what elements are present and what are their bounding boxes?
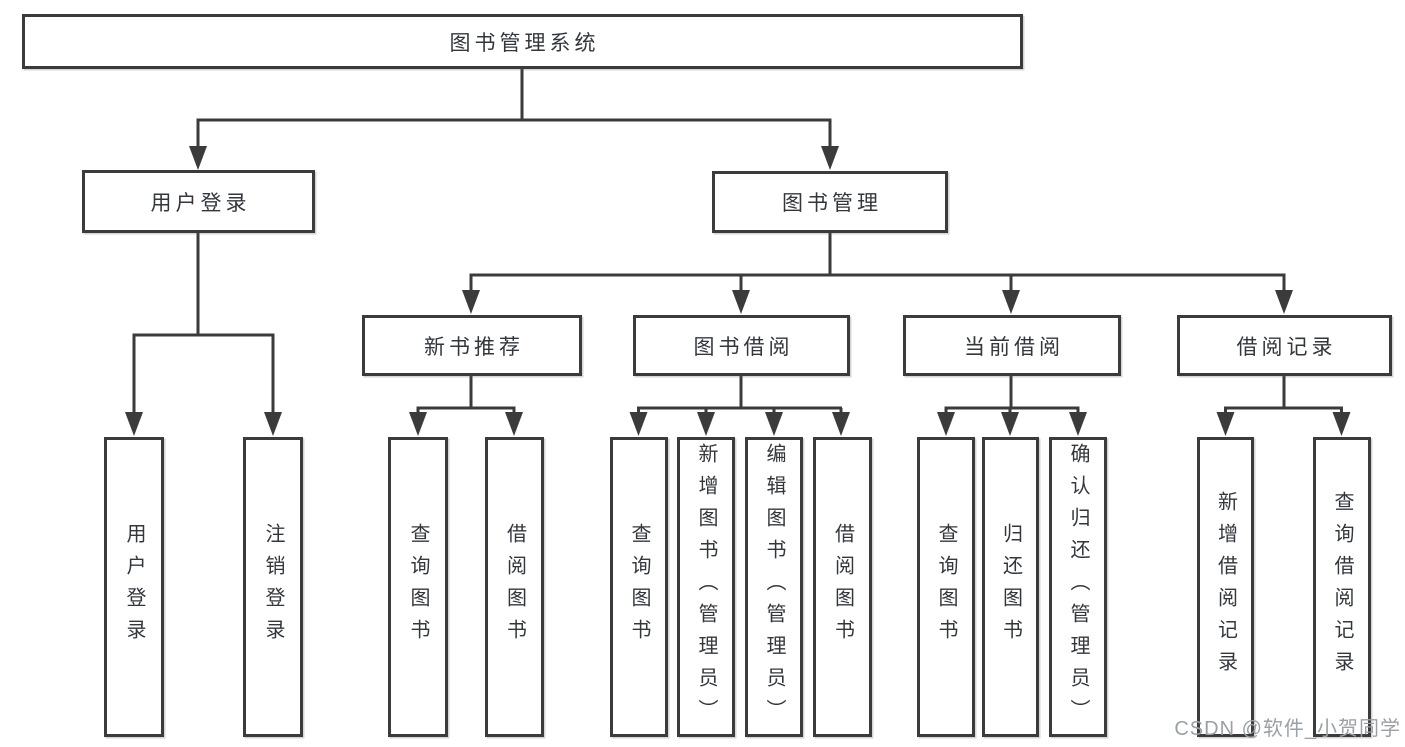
leaf-borrow-books-recommend-label: 借阅图书 bbox=[503, 523, 526, 651]
node-book-borrowing: 图书借阅 bbox=[633, 315, 850, 376]
leaf-add-books-admin-label: 新增图书（管理员） bbox=[695, 443, 717, 731]
connector-root-to-level1 bbox=[189, 66, 839, 170]
node-library-system: 图书管理系统 bbox=[22, 14, 1023, 69]
leaf-edit-books-admin: 编辑图书（管理员） bbox=[745, 437, 803, 737]
leaf-borrow-books-borrowing: 借阅图书 bbox=[813, 437, 872, 737]
leaf-return-books-label: 归还图书 bbox=[999, 523, 1022, 651]
leaf-logout: 注销登录 bbox=[243, 437, 303, 737]
connector-borrowing-records bbox=[1216, 375, 1351, 436]
connector-user-login-to-children bbox=[125, 232, 282, 436]
leaf-confirm-return-admin: 确认归还（管理员） bbox=[1049, 437, 1107, 737]
connector-book-mgmt-to-level2 bbox=[462, 232, 1293, 314]
node-borrowing-records: 借阅记录 bbox=[1177, 315, 1392, 376]
leaf-query-borrow-record-label: 查询借阅记录 bbox=[1331, 491, 1353, 683]
node-new-book-recommend: 新书推荐 bbox=[362, 315, 582, 376]
leaf-borrow-books-borrowing-label: 借阅图书 bbox=[831, 523, 854, 651]
node-book-management: 图书管理 bbox=[712, 171, 948, 233]
node-user-login: 用户登录 bbox=[82, 170, 315, 233]
leaf-logout-label: 注销登录 bbox=[262, 523, 284, 651]
connector-new-book-recommend bbox=[409, 375, 523, 436]
leaf-confirm-return-admin-label: 确认归还（管理员） bbox=[1067, 443, 1089, 731]
connector-book-borrowing bbox=[629, 375, 850, 436]
connector-current-borrowing bbox=[937, 375, 1087, 436]
leaf-query-books-borrowing: 查询图书 bbox=[610, 437, 668, 737]
leaf-user-login: 用户登录 bbox=[104, 437, 164, 737]
leaf-edit-books-admin-label: 编辑图书（管理员） bbox=[763, 443, 785, 731]
csdn-watermark: CSDN @软件_小贺同学 bbox=[1174, 718, 1401, 740]
leaf-add-borrow-record-label: 新增借阅记录 bbox=[1214, 491, 1237, 683]
leaf-query-borrow-record: 查询借阅记录 bbox=[1313, 437, 1371, 737]
leaf-query-books-recommend-label: 查询图书 bbox=[407, 523, 429, 651]
leaf-add-books-admin: 新增图书（管理员） bbox=[677, 437, 735, 737]
leaf-query-books-current-label: 查询图书 bbox=[935, 523, 957, 651]
leaf-borrow-books-recommend: 借阅图书 bbox=[485, 437, 544, 737]
leaf-add-borrow-record: 新增借阅记录 bbox=[1197, 437, 1254, 737]
node-current-borrowing: 当前借阅 bbox=[903, 315, 1121, 376]
leaf-user-login-label: 用户登录 bbox=[123, 523, 145, 651]
leaf-query-books-current: 查询图书 bbox=[917, 437, 975, 737]
leaf-query-books-recommend: 查询图书 bbox=[388, 437, 448, 737]
leaf-return-books: 归还图书 bbox=[982, 437, 1039, 737]
leaf-query-books-borrowing-label: 查询图书 bbox=[628, 523, 650, 651]
